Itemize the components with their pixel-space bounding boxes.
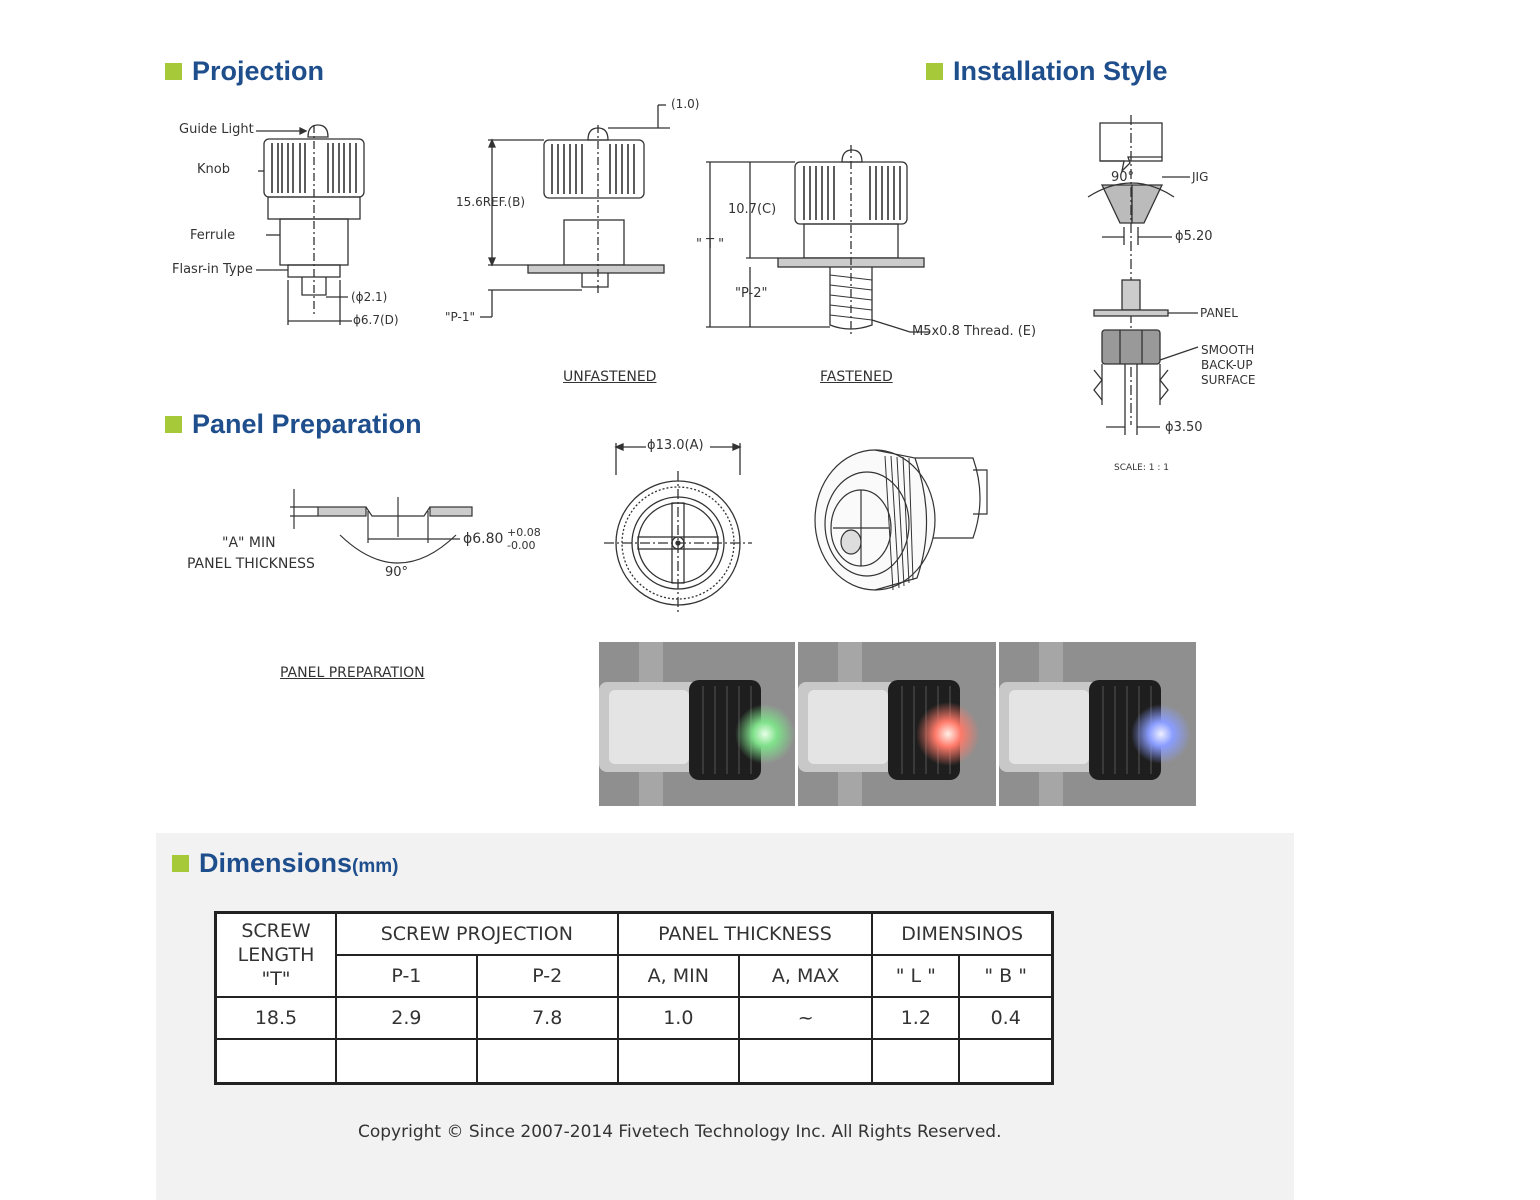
table-row	[214, 1038, 1054, 1084]
cell-empty	[738, 1038, 874, 1084]
dimensions-title: Dimensions	[199, 848, 353, 878]
section-title-dimensions: Dimensions (mm)	[172, 848, 399, 879]
table-header-row: SCREW LENGTH "T" SCREW PROJECTION PANEL …	[214, 911, 1054, 998]
cell-l: 1.2	[871, 996, 961, 1040]
isometric-view-diagram	[814, 449, 988, 591]
cell-empty	[871, 1038, 961, 1084]
cell-empty	[335, 1038, 478, 1084]
cell-screw-length: 18.5	[214, 996, 337, 1040]
cell-empty	[475, 1038, 619, 1084]
bullet-square-icon	[172, 855, 189, 872]
label-scale: SCALE: 1 : 1	[1114, 463, 1169, 473]
top-view-diagram	[604, 443, 752, 615]
led-photo-blue	[999, 642, 1196, 806]
label-a-min: "A" MIN	[222, 535, 276, 551]
projection-diagram-labeled	[256, 124, 365, 325]
label-p1: "P-1"	[445, 310, 475, 324]
cell-a-max: ~	[738, 996, 874, 1040]
section-title-projection: Projection	[165, 56, 324, 87]
label-surface: SURFACE	[1201, 373, 1256, 387]
caption-panel-preparation: PANEL PREPARATION	[280, 665, 425, 681]
label-prep-angle: 90°	[385, 565, 409, 580]
header-length-line: LENGTH	[237, 944, 315, 966]
header-screw-projection: SCREW PROJECTION	[335, 911, 619, 956]
label-p2: "P-2"	[735, 286, 768, 301]
caption-fastened: FASTENED	[820, 369, 893, 385]
cell-p2: 7.8	[475, 996, 619, 1040]
table-row: 18.5 2.9 7.8 1.0 ~ 1.2 0.4	[214, 996, 1054, 1040]
label-dia-3-50: ϕ3.50	[1165, 420, 1203, 435]
subheader-p1: P-1	[335, 954, 478, 998]
label-guide-light: Guide Light	[179, 122, 254, 137]
label-dia-6-80: ϕ6.80	[463, 531, 504, 547]
bullet-square-icon	[165, 63, 182, 80]
label-dia-6-7: ϕ6.7(D)	[353, 313, 399, 327]
header-t-line: "T"	[261, 968, 291, 990]
subheader-b: " B "	[958, 954, 1054, 998]
label-backup: BACK-UP	[1201, 358, 1253, 372]
cell-empty	[616, 1038, 741, 1084]
header-screw-length: SCREW LENGTH "T"	[214, 911, 337, 998]
unfastened-diagram	[480, 104, 670, 318]
section-title-panel-prep: Panel Preparation	[165, 409, 422, 440]
copyright-text: Copyright © Since 2007-2014 Fivetech Tec…	[358, 1122, 1002, 1142]
installation-title: Installation Style	[953, 56, 1168, 86]
panel-prep-title: Panel Preparation	[192, 409, 422, 439]
subheader-p2: P-2	[475, 954, 619, 998]
label-ref-15-6: 15.6REF.(B)	[456, 195, 526, 209]
fastened-diagram	[706, 145, 930, 335]
label-jig: JIG	[1192, 170, 1209, 184]
label-thread: M5x0.8 Thread. (E)	[912, 324, 1037, 339]
label-panel: PANEL	[1200, 306, 1238, 320]
label-ref-1-0: (1.0)	[671, 97, 700, 111]
label-t: " T "	[696, 237, 725, 252]
subheader-a-max: A, MAX	[738, 954, 874, 998]
subheader-l: " L "	[871, 954, 961, 998]
dimensions-table: SCREW LENGTH "T" SCREW PROJECTION PANEL …	[214, 911, 1054, 1085]
cell-empty	[958, 1038, 1054, 1084]
bullet-square-icon	[926, 63, 943, 80]
cell-empty	[214, 1038, 337, 1084]
label-dia-13-0: ϕ13.0(A)	[647, 438, 704, 453]
label-flare-type: Flasr-in Type	[172, 262, 253, 277]
label-dia-5-20: ϕ5.20	[1175, 229, 1213, 244]
led-photo-green	[599, 642, 795, 806]
subheader-a-min: A, MIN	[616, 954, 741, 998]
panel-prep-diagram	[290, 489, 473, 564]
caption-unfastened: UNFASTENED	[563, 369, 657, 385]
installation-diagram	[1087, 115, 1199, 435]
header-dimensions: DIMENSINOS	[871, 911, 1054, 956]
dimensions-unit: (mm)	[352, 855, 399, 877]
label-panel-thickness: PANEL THICKNESS	[187, 556, 315, 572]
label-install-angle: 90°	[1111, 170, 1135, 185]
label-tol-plus: +0.08	[507, 526, 541, 539]
label-tol-minus: -0.00	[507, 539, 536, 552]
cell-p1: 2.9	[335, 996, 478, 1040]
projection-title: Projection	[192, 56, 325, 86]
header-panel-thickness: PANEL THICKNESS	[616, 911, 874, 956]
label-c-10-7: 10.7(C)	[728, 202, 777, 217]
label-knob: Knob	[197, 162, 230, 177]
table-subheader-row: P-1 P-2 A, MIN A, MAX " L " " B "	[216, 954, 1054, 998]
section-title-installation: Installation Style	[926, 56, 1168, 87]
label-ferrule: Ferrule	[190, 228, 236, 243]
led-photo-red	[798, 642, 996, 806]
label-dia-2-1: (ϕ2.1)	[351, 290, 388, 304]
cell-b: 0.4	[958, 996, 1054, 1040]
header-screw-line: SCREW	[241, 920, 311, 942]
label-smooth: SMOOTH	[1201, 343, 1255, 357]
cell-a-min: 1.0	[616, 996, 741, 1040]
bullet-square-icon	[165, 416, 182, 433]
